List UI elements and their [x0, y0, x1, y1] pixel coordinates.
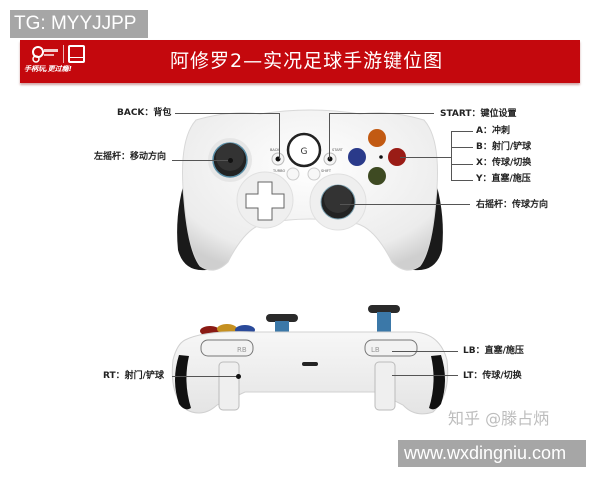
label-start: START：键位设置: [440, 109, 517, 119]
label-lb: LB：直塞/施压: [463, 346, 524, 356]
svg-text:BACK: BACK: [270, 148, 280, 152]
label-left-stick: 左摇杆：移动方向: [94, 152, 167, 162]
svg-text:START: START: [332, 148, 344, 152]
svg-text:TURBO: TURBO: [272, 169, 285, 173]
watermark-zhihu: 知乎 @滕占炳: [448, 409, 550, 428]
watermark-site: www.wxdingniu.com: [398, 440, 586, 467]
svg-text:LB: LB: [371, 346, 380, 354]
svg-text:G: G: [301, 147, 308, 157]
label-x-button: X：传球/切换: [476, 158, 532, 168]
label-back: BACK：背包: [117, 108, 172, 118]
label-y-button: Y：直塞/施压: [476, 174, 531, 184]
page-title: 阿修罗2—实况足球手游键位图: [170, 50, 444, 72]
svg-text:RB: RB: [237, 346, 247, 354]
label-a-button: A：冲刺: [476, 126, 510, 136]
label-right-stick: 右摇杆：传球方向: [476, 200, 549, 210]
label-b-button: B：射门/铲球: [476, 142, 532, 152]
label-lt: LT：传球/切换: [463, 371, 522, 381]
svg-text:SHIFT: SHIFT: [321, 169, 332, 173]
brand-logo-icon: [32, 45, 85, 63]
title-banner: 手柄玩,更过瘾! 阿修罗2—实况足球手游键位图: [20, 40, 580, 83]
logo-slogan: 手柄玩,更过瘾!: [24, 65, 72, 73]
controller-front-image: G BACK START TURBO SHIFT: [177, 109, 443, 271]
label-rt: RT：射门/铲球: [103, 371, 164, 381]
controller-top-image: RB LB: [171, 305, 449, 415]
watermark-tg: TG: MYYJJPP: [10, 10, 148, 38]
